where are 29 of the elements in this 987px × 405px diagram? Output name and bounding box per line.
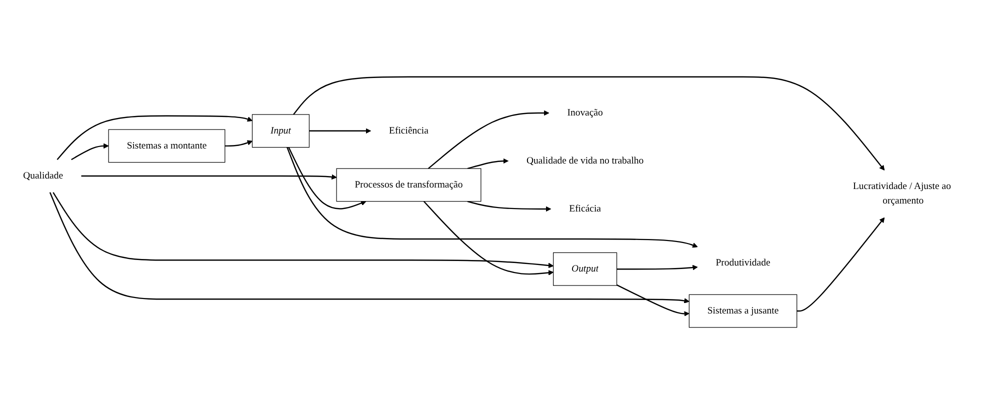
- arrow: [309, 128, 372, 134]
- node-text: Produtividade: [716, 258, 770, 268]
- arrow: [428, 110, 550, 170]
- node-text: Qualidade de vida no trabalho: [526, 156, 644, 166]
- node-box: Sistemas a montante: [108, 130, 226, 164]
- node-box: Processos de transformação: [336, 168, 482, 202]
- node-text: Eficácia: [569, 204, 601, 214]
- arrow: [56, 116, 252, 160]
- arrow: [288, 147, 366, 210]
- node-box: Output: [553, 252, 618, 286]
- arrow: [467, 158, 509, 170]
- arrow: [796, 218, 885, 312]
- node-text: Qualidade: [23, 170, 64, 182]
- arrow: [293, 76, 885, 171]
- arrow: [286, 147, 698, 248]
- arrow: [52, 192, 554, 268]
- node-text: Lucratividade / Ajuste ao orçamento: [852, 182, 951, 206]
- arrow: [224, 140, 252, 147]
- arrow: [81, 174, 337, 180]
- node-text: Inovação: [567, 108, 603, 118]
- arrow: [71, 144, 109, 160]
- node-text: Eficiência: [389, 126, 428, 136]
- arrow: [616, 265, 698, 271]
- node-box: Input: [252, 114, 310, 148]
- arrow: [423, 201, 554, 276]
- arrow: [616, 284, 690, 317]
- arrow: [467, 201, 552, 212]
- arrow: [49, 192, 690, 304]
- node-box: Sistemas a jusante: [688, 294, 798, 328]
